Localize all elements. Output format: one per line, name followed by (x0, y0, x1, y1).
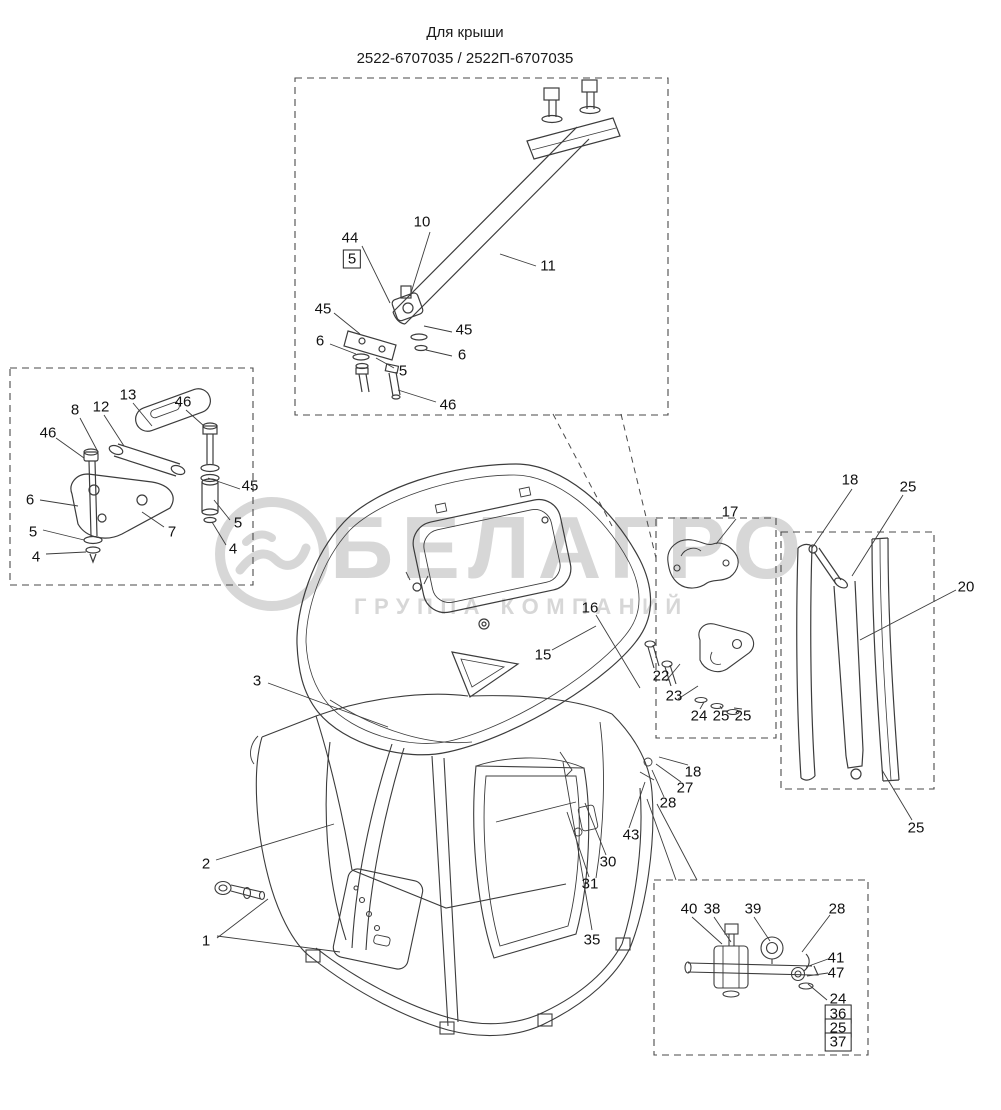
leader-lines (39, 231, 957, 1001)
hinge-assembly (70, 388, 220, 564)
callout-23: 23 (665, 687, 683, 705)
callout-6: 6 (457, 346, 467, 364)
callout-7: 7 (167, 523, 177, 541)
gas-spring-box (780, 531, 935, 790)
lock-assembly (684, 923, 819, 998)
callout-47: 47 (827, 964, 845, 982)
watermark-brand: БЕЛАГРО (330, 497, 810, 597)
lock-box (653, 879, 869, 1056)
callout-5: 5 (398, 362, 408, 380)
callout-44: 44 (341, 229, 359, 247)
callout-40: 40 (680, 900, 698, 918)
callout-25: 25 (734, 707, 752, 725)
roof-bar-box (294, 77, 669, 416)
cab-frame (250, 693, 655, 1037)
callout-43: 43 (622, 826, 640, 844)
callout-31: 31 (581, 875, 599, 893)
callout-6: 6 (315, 332, 325, 350)
callout-46: 46 (174, 393, 192, 411)
callout-35: 35 (583, 931, 601, 949)
callout-3: 3 (252, 672, 262, 690)
callout-45: 45 (241, 477, 259, 495)
callout-5: 5 (28, 523, 38, 541)
callout-4: 4 (228, 540, 238, 558)
callout-15: 15 (534, 646, 552, 664)
callout-8: 8 (70, 401, 80, 419)
drawing-title: Для крыши 2522-6707035 / 2522П-6707035 (357, 20, 574, 72)
callout-24: 24 (690, 707, 708, 725)
gas-spring (796, 537, 900, 782)
dashed-boxes (9, 77, 935, 1056)
callout-41: 41 (827, 949, 845, 967)
roof-hatch (412, 498, 572, 614)
callout-28: 28 (659, 794, 677, 812)
callout-39: 39 (744, 900, 762, 918)
callout-30: 30 (599, 853, 617, 871)
callout-5: 5 (342, 249, 362, 269)
hinge-box (9, 367, 254, 586)
dashed-connectors (552, 413, 657, 559)
roof-bar-assembly (343, 79, 621, 400)
callout-12: 12 (92, 398, 110, 416)
callout-27: 27 (676, 779, 694, 797)
callout-28: 28 (828, 900, 846, 918)
callout-37: 37 (824, 1032, 852, 1052)
callout-16: 16 (581, 599, 599, 617)
callout-2: 2 (201, 855, 211, 873)
title-line1: Для крыши (426, 24, 504, 41)
bolt-icon (543, 87, 560, 101)
latch-box (655, 517, 777, 739)
callout-25: 25 (907, 819, 925, 837)
mounting-bolt (214, 880, 266, 901)
callout-1: 1 (201, 932, 211, 950)
callout-4: 4 (31, 548, 41, 566)
callout-22: 22 (652, 667, 670, 685)
bolt-icon (724, 923, 739, 935)
callout-5: 5 (233, 514, 243, 532)
watermark-logo-icon (215, 497, 329, 611)
latch-parts (644, 539, 755, 716)
callout-6: 6 (25, 491, 35, 509)
callout-20: 20 (957, 578, 975, 596)
callout-18: 18 (841, 471, 859, 489)
callout-18: 18 (684, 763, 702, 781)
callout-25: 25 (899, 478, 917, 496)
callout-45: 45 (455, 321, 473, 339)
callout-10: 10 (413, 213, 431, 231)
callout-24: 24 (829, 990, 847, 1008)
callout-46: 46 (439, 396, 457, 414)
roof-panel (296, 463, 652, 756)
callout-11: 11 (540, 257, 556, 275)
callout-46: 46 (39, 424, 57, 442)
bolt-icon (581, 79, 598, 93)
title-line2: 2522-6707035 / 2522П-6707035 (356, 50, 574, 67)
callout-38: 38 (703, 900, 721, 918)
callout-25: 25 (712, 707, 730, 725)
callout-13: 13 (119, 386, 137, 404)
callout-45: 45 (314, 300, 332, 318)
callout-17: 17 (721, 503, 739, 521)
